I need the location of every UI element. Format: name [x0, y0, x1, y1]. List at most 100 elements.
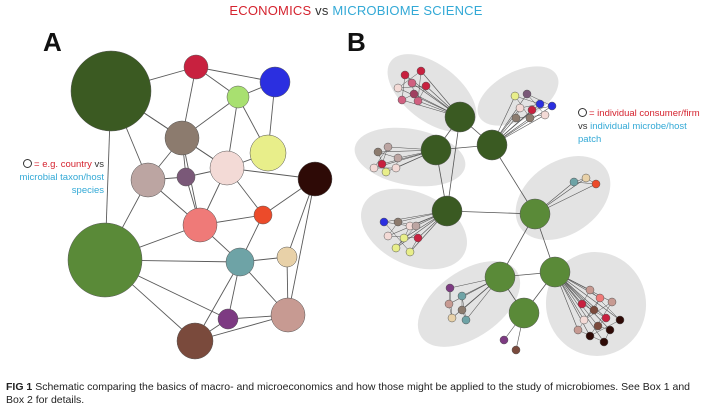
- macro-node-9: [297, 161, 333, 197]
- micro-small-node-6-10: [599, 337, 609, 347]
- micro-small-node-2-3: [377, 159, 387, 169]
- micro-hub-node-4: [519, 198, 551, 230]
- micro-small-node-3-0: [379, 217, 389, 227]
- micro-small-node-2-1: [383, 142, 393, 152]
- micro-small-node-2-0: [373, 147, 383, 157]
- title-microbiome: MICROBIOME SCIENCE: [332, 3, 483, 18]
- macro-network: [67, 50, 333, 360]
- micro-small-node-3-1: [393, 217, 403, 227]
- macro-node-11: [182, 207, 218, 243]
- micro-small-node-7-1: [511, 345, 521, 355]
- micro-small-node-5-5: [461, 315, 471, 325]
- micro-small-node-4-1: [581, 173, 591, 183]
- macro-node-14: [276, 246, 298, 268]
- micro-small-node-6-5: [579, 315, 589, 325]
- micro-small-node-3-6: [391, 243, 401, 253]
- micro-small-node-0-2: [407, 78, 417, 88]
- micro-hub-node-3: [431, 195, 463, 227]
- panel-label-a: A: [43, 27, 62, 57]
- micro-small-node-2-4: [391, 163, 401, 173]
- micro-small-node-0-0: [400, 70, 410, 80]
- macro-node-3: [226, 85, 250, 109]
- micro-small-node-6-8: [605, 325, 615, 335]
- micro-small-node-5-0: [445, 283, 455, 293]
- macro-node-4: [164, 120, 200, 156]
- micro-small-node-5-2: [444, 299, 454, 309]
- macro-node-13: [225, 247, 255, 277]
- micro-small-node-2-6: [369, 163, 379, 173]
- caption-fig-label: FIG 1: [6, 381, 33, 393]
- micro-small-node-6-3: [589, 305, 599, 315]
- micro-hub-edge-4: [446, 116, 461, 212]
- micro-edge-111: [589, 301, 613, 337]
- network-diagram: [67, 50, 647, 360]
- macro-nodes: [67, 50, 333, 360]
- micro-hub-node-6: [539, 256, 571, 288]
- micro-small-node-1-7: [525, 113, 535, 123]
- micro-small-node-7-0: [499, 335, 509, 345]
- micro-small-node-0-4: [409, 89, 419, 99]
- micro-small-node-0-7: [413, 96, 423, 106]
- micro-network: [354, 54, 647, 356]
- micro-hub-node-7: [508, 297, 540, 329]
- title-vs: vs: [315, 3, 329, 18]
- micro-small-node-3-7: [405, 247, 415, 257]
- title-economics: ECONOMICS: [229, 3, 312, 18]
- micro-small-node-5-1: [457, 291, 467, 301]
- micro-hub-node-2: [420, 134, 452, 166]
- micro-small-node-3-3: [383, 231, 393, 241]
- micro-small-node-1-6: [511, 113, 521, 123]
- micro-small-node-2-2: [393, 153, 403, 163]
- macro-node-2: [259, 66, 291, 98]
- micro-small-node-0-5: [421, 81, 431, 91]
- micro-small-node-1-8: [540, 110, 550, 120]
- micro-small-node-6-11: [615, 315, 625, 325]
- circle-icon: [578, 108, 587, 117]
- macro-edge-26: [287, 178, 316, 316]
- micro-small-node-6-2: [577, 299, 587, 309]
- panel-label-b: B: [347, 27, 366, 57]
- micro-small-node-0-1: [416, 66, 426, 76]
- micro-small-node-6-6: [593, 321, 603, 331]
- micro-small-node-6-9: [585, 331, 595, 341]
- micro-hub-node-1: [476, 129, 508, 161]
- micro-small-node-3-5: [413, 233, 423, 243]
- micro-small-node-4-2: [591, 179, 601, 189]
- micro-small-node-5-3: [457, 305, 467, 315]
- figure-caption: FIG 1 Schematic comparing the basics of …: [6, 381, 706, 407]
- micro-small-node-1-5: [527, 105, 537, 115]
- micro-small-node-0-3: [393, 83, 403, 93]
- micro-hub-node-0: [444, 101, 476, 133]
- micro-small-node-4-0: [569, 177, 579, 187]
- macro-node-16: [270, 297, 306, 333]
- micro-small-node-1-1: [522, 89, 532, 99]
- micro-edge-29: [514, 95, 541, 105]
- micro-small-node-6-7: [607, 297, 617, 307]
- caption-text: Schematic comparing the basics of macro-…: [6, 381, 691, 406]
- macro-node-15: [217, 308, 239, 330]
- micro-small-node-1-0: [510, 91, 520, 101]
- legend-a-country: = e.g. country: [34, 159, 92, 170]
- micro-hub-node-5: [484, 261, 516, 293]
- circle-icon: [23, 159, 33, 168]
- micro-small-node-6-4: [601, 313, 611, 323]
- micro-small-node-0-6: [397, 95, 407, 105]
- micro-nodes: [369, 66, 625, 355]
- micro-edge-119: [589, 289, 621, 321]
- micro-small-node-1-4: [515, 103, 525, 113]
- macro-node-6: [130, 162, 166, 198]
- legend-b: = individual consumer/firm vs individual…: [578, 107, 708, 146]
- legend-a: = e.g. country vs microbial taxon/host s…: [9, 158, 104, 197]
- micro-small-node-5-4: [447, 313, 457, 323]
- macro-node-7: [176, 167, 196, 187]
- macro-node-12: [253, 205, 273, 225]
- legend-b-vs: vs: [578, 121, 588, 132]
- micro-small-node-1-2: [535, 99, 545, 109]
- legend-b-microbe: individual microbe/host patch: [578, 121, 687, 145]
- micro-small-node-3-8: [411, 221, 421, 231]
- micro-small-node-2-5: [381, 167, 391, 177]
- micro-small-node-6-12: [573, 325, 583, 335]
- legend-a-taxon: microbial taxon/host species: [19, 172, 104, 196]
- macro-node-8: [209, 150, 245, 186]
- legend-b-consumer: = individual consumer/firm: [589, 108, 700, 119]
